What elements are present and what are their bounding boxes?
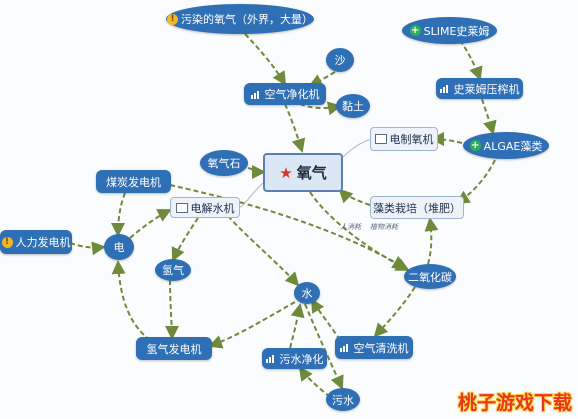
oxygen-center-node[interactable]: ★ 氧气 [263, 153, 343, 192]
dirty-water-label: 污水 [332, 393, 354, 407]
edge-pollution-to-purifier [244, 33, 287, 86]
chart-icon [439, 85, 448, 93]
edge-water-to-dirty [304, 303, 344, 390]
manual-generator-node[interactable]: ! 人力发电机 [0, 230, 72, 254]
coal-generator-label: 煤炭发电机 [106, 175, 161, 189]
sand-label: 沙 [334, 54, 346, 67]
manual-generator-label: 人力发电机 [15, 236, 71, 249]
watermark-logo: 桃子游戏下载 [457, 392, 572, 414]
edge-manual-to-power [69, 241, 106, 256]
edge-hydrogen-to-hydrogen-gen [164, 279, 179, 340]
oxylite-node[interactable]: 氧气石 [200, 150, 248, 176]
slime-label: SLIME史莱姆 [423, 24, 490, 38]
edge-oxygen-to-electrolyzer-oxygen [339, 138, 373, 161]
slime-press-label: 史莱姆压榨机 [453, 82, 520, 96]
warning-icon: ! [1, 236, 13, 248]
edge-water-purifier-to-water [289, 303, 305, 349]
electrolyzer-label: 电解水机 [190, 201, 235, 215]
chart-icon [339, 344, 348, 352]
water-purifier-node[interactable]: 污水净化 [262, 348, 327, 369]
power-label: 电 [113, 241, 125, 254]
pollution-oxygen-node[interactable]: ! 污染的氧气（外界，大量） [166, 4, 314, 34]
edge-slime-to-press [459, 39, 483, 81]
edge-co2-to-scrubber [373, 286, 416, 338]
water-purifier-label: 污水净化 [279, 352, 324, 366]
edge-co2-to-terrarium [424, 217, 439, 265]
pollution-oxygen-label: 污染的氧气（外界，大量） [181, 13, 313, 26]
air-purifier-node[interactable]: 空气净化机 [244, 83, 326, 105]
edge-purifier-to-oxygen [284, 103, 306, 153]
electrolyzer-oxygen-label: 电制氧机 [389, 133, 434, 146]
human-consume-note: 人消耗 [340, 223, 361, 231]
sand-node[interactable]: 沙 [326, 48, 354, 72]
air-scrubber-node[interactable]: 空气清洗机 [335, 336, 413, 359]
water-node[interactable]: 水 [294, 282, 320, 304]
edge-dirty-to-water-purifier [298, 366, 331, 398]
algae-terrarium-label: 藻类栽培（堆肥） [373, 201, 461, 215]
algae-node[interactable]: + ALGAE藻类 [463, 132, 549, 159]
edge-coal-to-power [111, 192, 126, 237]
edge-press-to-algae [481, 98, 497, 135]
slime-press-node[interactable]: 史莱姆压榨机 [436, 78, 523, 99]
edge-power-to-electrolyzer [129, 209, 172, 239]
air-purifier-label: 空气净化机 [264, 88, 320, 101]
edge-oxygen-to-electrolyzer [239, 181, 265, 208]
image-icon [374, 134, 387, 144]
plus-icon: + [409, 25, 421, 36]
electrolyzer-oxygen-node[interactable]: 电制氧机 [370, 127, 438, 151]
chart-icon [265, 355, 274, 363]
algae-terrarium-node[interactable]: 藻类栽培（堆肥） [370, 196, 464, 219]
edge-terrarium-to-oxygen [338, 188, 371, 206]
edge-water-to-hydrogen-gen [208, 301, 296, 349]
plant-consume-note: 植物消耗 [370, 223, 398, 231]
image-icon [175, 202, 188, 213]
edge-hydrogen-gen-to-power [111, 260, 151, 341]
clay-label: 黏土 [342, 100, 364, 113]
edge-scrubber-to-water [310, 298, 341, 341]
co2-node[interactable]: 二氧化碳 [404, 264, 456, 289]
co2-label: 二氧化碳 [408, 270, 452, 284]
edge-electrolyzer-to-water [227, 215, 300, 287]
hydrogen-generator-node[interactable]: 氢气发电机 [136, 337, 212, 360]
coal-generator-node[interactable]: 煤炭发电机 [96, 170, 171, 193]
slime-node[interactable]: + SLIME史莱姆 [402, 17, 497, 44]
edge-purifier-to-clay [299, 101, 342, 116]
edge-electrolyzer-to-hydrogen [171, 217, 199, 262]
hydrogen-label: 氢气 [162, 264, 184, 277]
oxylite-label: 氧气石 [207, 157, 241, 170]
warning-icon: ! [167, 13, 178, 25]
chart-icon [250, 90, 259, 99]
dirty-water-node[interactable]: 污水 [326, 388, 360, 411]
plus-icon: + [469, 140, 481, 151]
electrolyzer-node[interactable]: 电解水机 [170, 197, 240, 218]
oxygen-label: 氧气 [296, 164, 327, 182]
power-node[interactable]: 电 [104, 234, 134, 260]
air-scrubber-label: 空气清洗机 [353, 341, 409, 355]
hydrogen-generator-label: 氢气发电机 [146, 342, 202, 356]
hydrogen-node[interactable]: 氢气 [155, 259, 191, 281]
star-icon: ★ [279, 163, 293, 182]
water-label: 水 [301, 287, 313, 300]
algae-label: ALGAE藻类 [483, 139, 543, 153]
edge-coal-to-co2 [169, 184, 407, 270]
edge-oxylite-to-oxygen [247, 164, 266, 179]
clay-node[interactable]: 黏土 [336, 94, 370, 118]
